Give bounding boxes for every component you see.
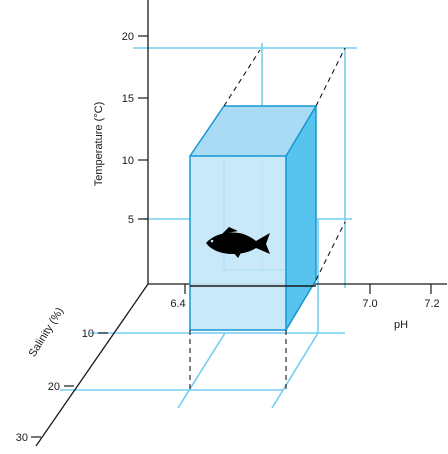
- temperature-tick-label: 20: [122, 31, 134, 43]
- fish-icon: [206, 227, 270, 258]
- projection-dashes: [189, 47, 346, 392]
- ph-tick-label: 7.0: [362, 298, 377, 310]
- temperature-tick-label: 15: [122, 93, 134, 105]
- box-top-face: [190, 106, 316, 156]
- ph-tick-label: 6.4: [170, 298, 185, 310]
- salinity-axis-title: Salinity (%): [27, 306, 67, 360]
- box-side-face: [286, 106, 316, 330]
- ph-tick-labels: 6.4 7.0 7.2: [170, 298, 439, 310]
- salinity-tick-labels: 10 20 30: [16, 328, 94, 444]
- salinity-tick-label: 10: [82, 328, 94, 340]
- axis-ticks: [31, 35, 432, 438]
- temperature-tick-label: 5: [128, 214, 134, 226]
- temperature-tick-label: 10: [122, 155, 134, 167]
- salinity-tick-label: 30: [16, 432, 28, 444]
- temperature-axis-title: Temperature (°C): [93, 102, 105, 186]
- tolerance-box: [189, 105, 317, 331]
- temperature-tick-labels: 20 15 10 5: [122, 31, 134, 226]
- ph-axis-title: pH: [394, 319, 408, 331]
- projection-guides-floor: [60, 332, 345, 409]
- salinity-axis-line: [35, 283, 149, 447]
- ph-tick-label: 7.2: [424, 298, 439, 310]
- salinity-tick-label: 20: [48, 381, 60, 393]
